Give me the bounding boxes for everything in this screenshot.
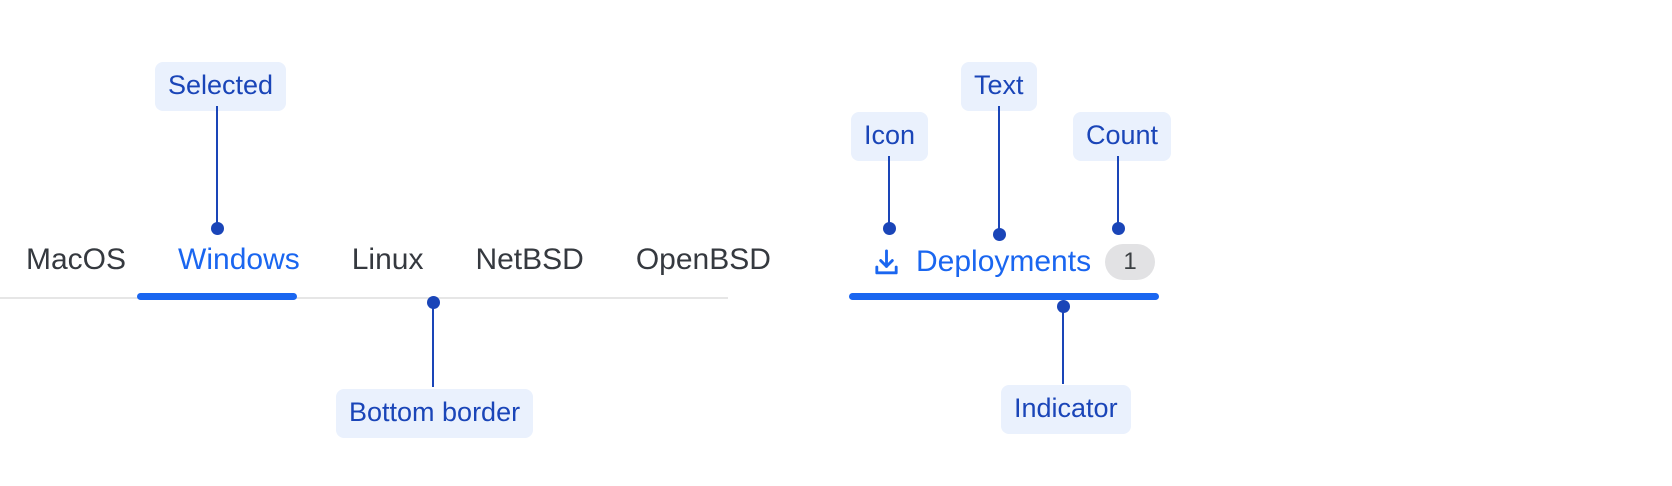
annotation-bottom-border: Bottom border (336, 389, 534, 438)
tab-bar-divider (0, 297, 728, 299)
download-icon (871, 247, 902, 278)
leader-line-text (998, 106, 1000, 230)
tab-netbsd[interactable]: NetBSD (475, 243, 584, 276)
leader-line-indicator (1062, 306, 1064, 384)
annotation-count: Count (1073, 112, 1172, 161)
annotation-selected: Selected (155, 62, 287, 111)
deployments-count-badge: 1 (1105, 244, 1156, 280)
leader-dot-selected (211, 222, 224, 235)
leader-line-icon (888, 156, 890, 228)
tab-deployments-indicator (849, 293, 1159, 300)
annotation-indicator: Indicator (1001, 385, 1131, 434)
leader-dot-count (1112, 222, 1125, 235)
leader-line-bottom-border (432, 302, 434, 387)
tab-list-left: MacOS Windows Linux NetBSD OpenBSD (0, 245, 797, 275)
annotation-text: Text (961, 62, 1037, 111)
tab-openbsd[interactable]: OpenBSD (635, 243, 771, 276)
tab-macos[interactable]: MacOS (26, 243, 127, 276)
tab-selected-underline (137, 293, 297, 300)
tab-windows[interactable]: Windows (178, 243, 300, 276)
annotation-icon: Icon (851, 112, 929, 161)
tab-deployments-label: Deployments (916, 245, 1092, 278)
tab-linux[interactable]: Linux (351, 243, 424, 276)
tab-deployments[interactable]: Deployments 1 (849, 244, 1161, 304)
leader-dot-icon (883, 222, 896, 235)
tab-deployments-content: Deployments 1 (871, 244, 1156, 280)
leader-line-selected (216, 106, 218, 228)
leader-line-count (1117, 156, 1119, 228)
tab-bar-left: MacOS Windows Linux NetBSD OpenBSD (0, 245, 771, 303)
leader-dot-text (993, 228, 1006, 241)
